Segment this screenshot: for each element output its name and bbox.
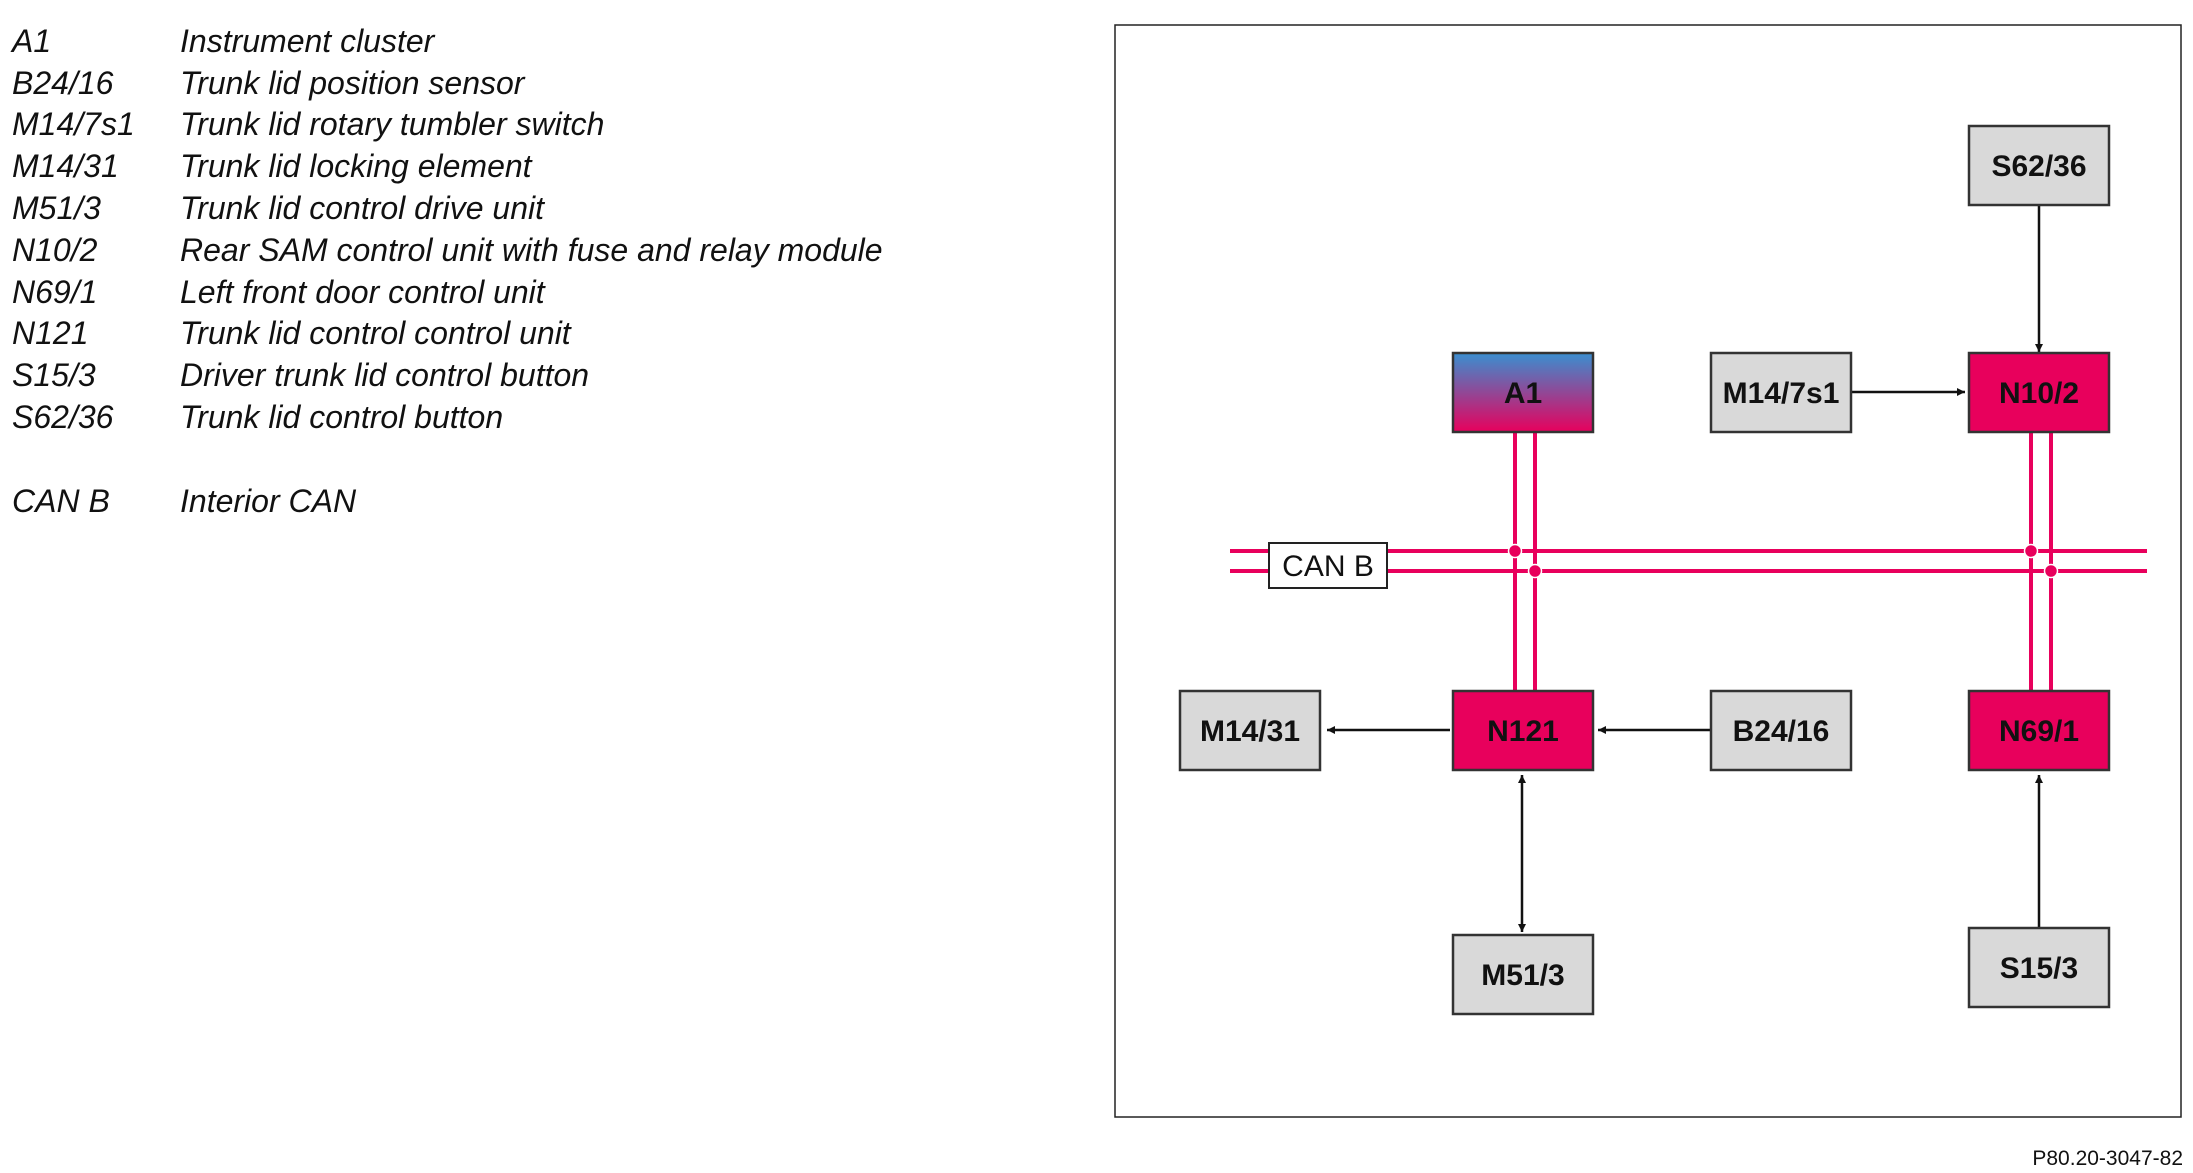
legend-code: A1 xyxy=(12,22,52,59)
legend: A1 Instrument cluster B24/16 Trunk lid p… xyxy=(12,20,883,522)
component-a1: A1 xyxy=(1451,351,1595,434)
component-label: N10/2 xyxy=(1999,377,2079,410)
component-label: S15/3 xyxy=(2000,952,2078,985)
legend-row-can-b: CAN B Interior CAN xyxy=(12,480,883,522)
component-b24-16: B24/16 xyxy=(1709,689,1853,772)
legend-description: Trunk lid position sensor xyxy=(180,64,525,101)
legend-row-m51-3: M51/3 Trunk lid control drive unit xyxy=(12,187,883,229)
signal-arrows xyxy=(1327,205,2043,932)
legend-code: M14/7s1 xyxy=(12,106,135,143)
legend-code: M51/3 xyxy=(12,190,101,227)
component-n10-2: N10/2 xyxy=(1967,351,2111,434)
legend-code: B24/16 xyxy=(12,64,114,101)
legend-row-m14-31: M14/31 Trunk lid locking element xyxy=(12,145,883,187)
legend-row-n10-2: N10/2 Rear SAM control unit with fuse an… xyxy=(12,229,883,271)
legend-description: Interior CAN xyxy=(180,482,357,519)
legend-code: N69/1 xyxy=(12,273,98,310)
bus-connection-n10-2 xyxy=(2029,433,2053,690)
component-m14-31: M14/31 xyxy=(1178,689,1322,772)
legend-row-s15-3: S15/3 Driver trunk lid control button xyxy=(12,354,883,396)
component-s15-3: S15/3 xyxy=(1967,926,2111,1009)
legend-row-n121: N121 Trunk lid control control unit xyxy=(12,313,883,355)
legend-code: S62/36 xyxy=(12,399,114,436)
component-label: M14/7s1 xyxy=(1723,377,1840,410)
legend-row-s62-36: S62/36 Trunk lid control button xyxy=(12,396,883,438)
component-m51-3: M51/3 xyxy=(1451,933,1595,1016)
legend-description: Trunk lid control control unit xyxy=(180,315,571,352)
legend-code: N121 xyxy=(12,315,89,352)
legend-description: Instrument cluster xyxy=(180,22,435,59)
component-label: M51/3 xyxy=(1481,959,1564,992)
component-m14-7s1: M14/7s1 xyxy=(1709,351,1853,434)
legend-code: S15/3 xyxy=(12,357,96,394)
legend-description: Trunk lid locking element xyxy=(180,148,532,185)
legend-description: Trunk lid rotary tumbler switch xyxy=(180,106,605,143)
component-label: B24/16 xyxy=(1733,715,1830,748)
legend-row-m14-7s1: M14/7s1 Trunk lid rotary tumbler switch xyxy=(12,104,883,146)
can-b-label-text: CAN B xyxy=(1282,550,1374,583)
component-n69-1: N69/1 xyxy=(1967,689,2111,772)
legend-description: Trunk lid control button xyxy=(180,399,504,436)
can-b-label: CAN B xyxy=(1268,542,1388,589)
legend-code: M14/31 xyxy=(12,148,119,185)
bus-junctions xyxy=(1507,543,2059,579)
legend-description: Left front door control unit xyxy=(180,273,545,310)
component-s62-36: S62/36 xyxy=(1967,124,2111,207)
legend-row-n69-1: N69/1 Left front door control unit xyxy=(12,271,883,313)
legend-code: CAN B xyxy=(12,482,110,519)
legend-code: N10/2 xyxy=(12,231,98,268)
component-n121: N121 xyxy=(1451,689,1595,772)
component-label: M14/31 xyxy=(1200,715,1300,748)
legend-row-a1: A1 Instrument cluster xyxy=(12,20,883,62)
diagram-frame xyxy=(1114,24,2182,1118)
component-label: S62/36 xyxy=(1991,150,2086,183)
legend-description: Trunk lid control drive unit xyxy=(180,190,544,227)
component-label: N121 xyxy=(1487,715,1559,748)
legend-description: Rear SAM control unit with fuse and rela… xyxy=(180,231,883,268)
component-label: A1 xyxy=(1504,377,1542,410)
component-label: N69/1 xyxy=(1999,715,2079,748)
legend-row-b24-16: B24/16 Trunk lid position sensor xyxy=(12,62,883,104)
figure-id: P80.20-3047-82 xyxy=(2032,1147,2183,1170)
bus-connection-a1 xyxy=(1513,433,1537,690)
legend-description: Driver trunk lid control button xyxy=(180,357,590,394)
